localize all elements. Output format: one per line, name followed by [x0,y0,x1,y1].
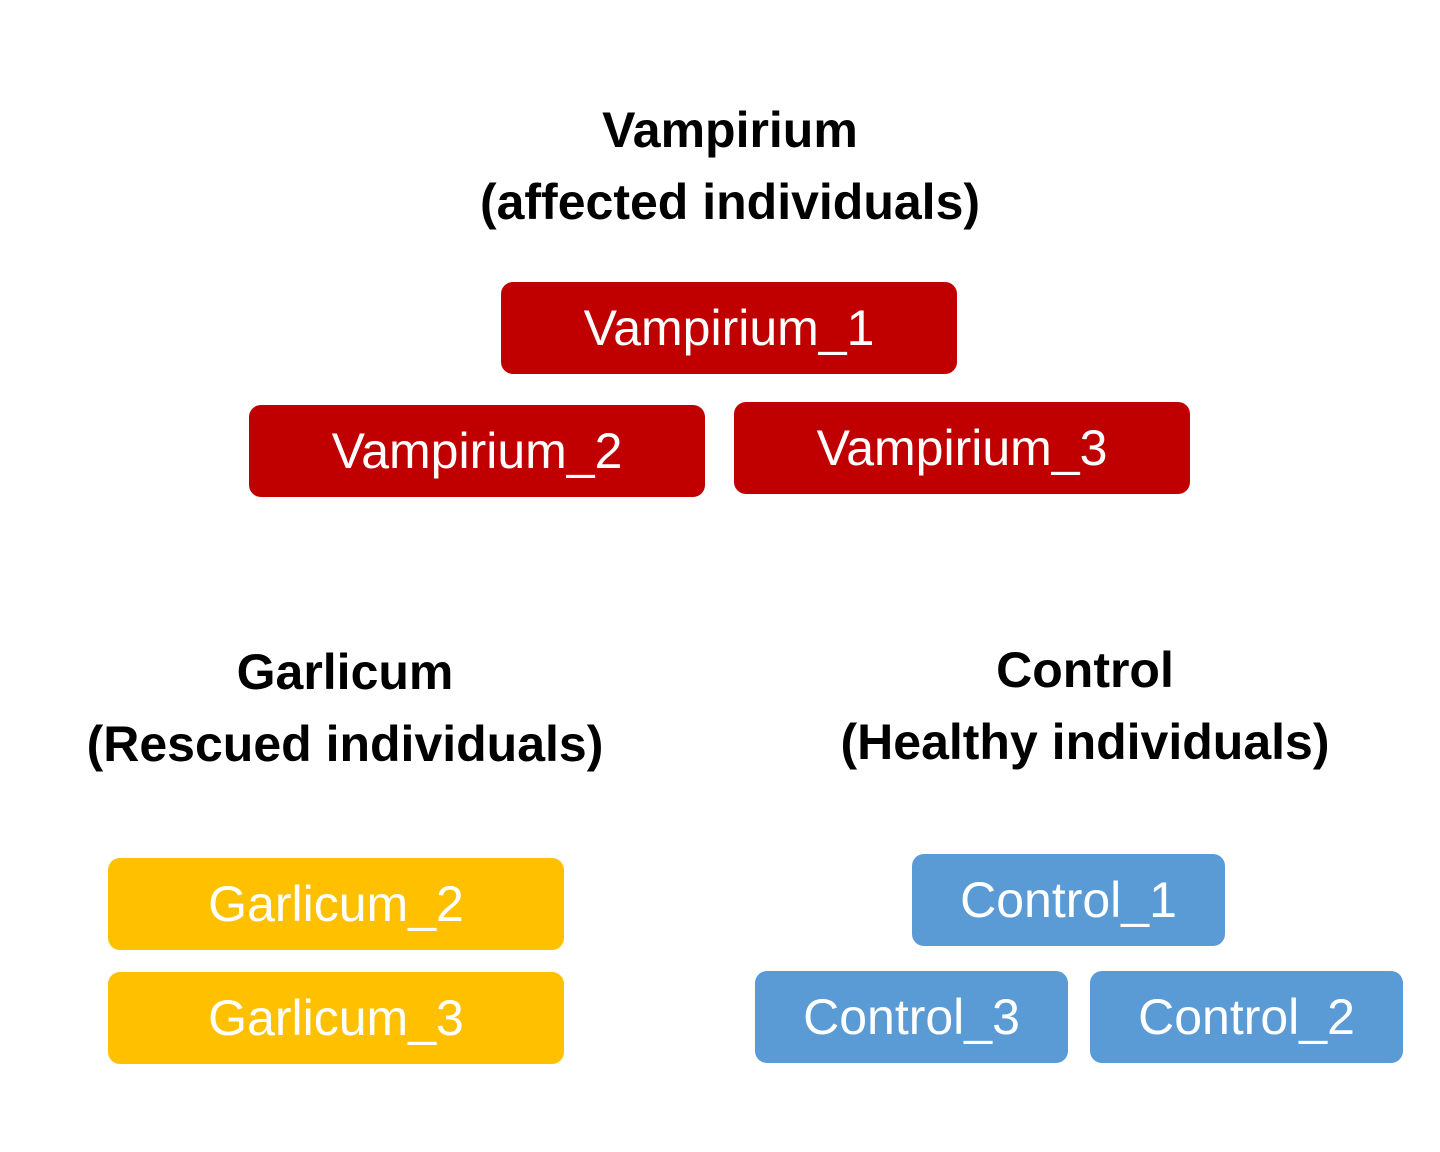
sample-box-control-1: Control_1 [912,854,1225,946]
sample-box-control-3: Control_3 [755,971,1068,1063]
sample-box-vampirium-2: Vampirium_2 [249,405,705,497]
sample-box-garlicum-3: Garlicum_3 [108,972,564,1064]
sample-box-vampirium-3: Vampirium_3 [734,402,1190,494]
sample-box-garlicum-2: Garlicum_2 [108,858,564,950]
control-group-heading: Control (Healthy individuals) [780,634,1390,778]
sample-box-control-2: Control_2 [1090,971,1403,1063]
garlicum-group-heading: Garlicum (Rescued individuals) [40,636,650,780]
control-title: Control [996,642,1174,698]
vampirium-group-heading: Vampirium (affected individuals) [420,94,1040,238]
vampirium-subtitle: (affected individuals) [479,174,981,230]
garlicum-subtitle: (Rescued individuals) [86,716,604,772]
sample-box-vampirium-1: Vampirium_1 [501,282,957,374]
vampirium-title: Vampirium [602,102,858,158]
control-subtitle: (Healthy individuals) [840,714,1330,770]
garlicum-title: Garlicum [236,644,454,700]
